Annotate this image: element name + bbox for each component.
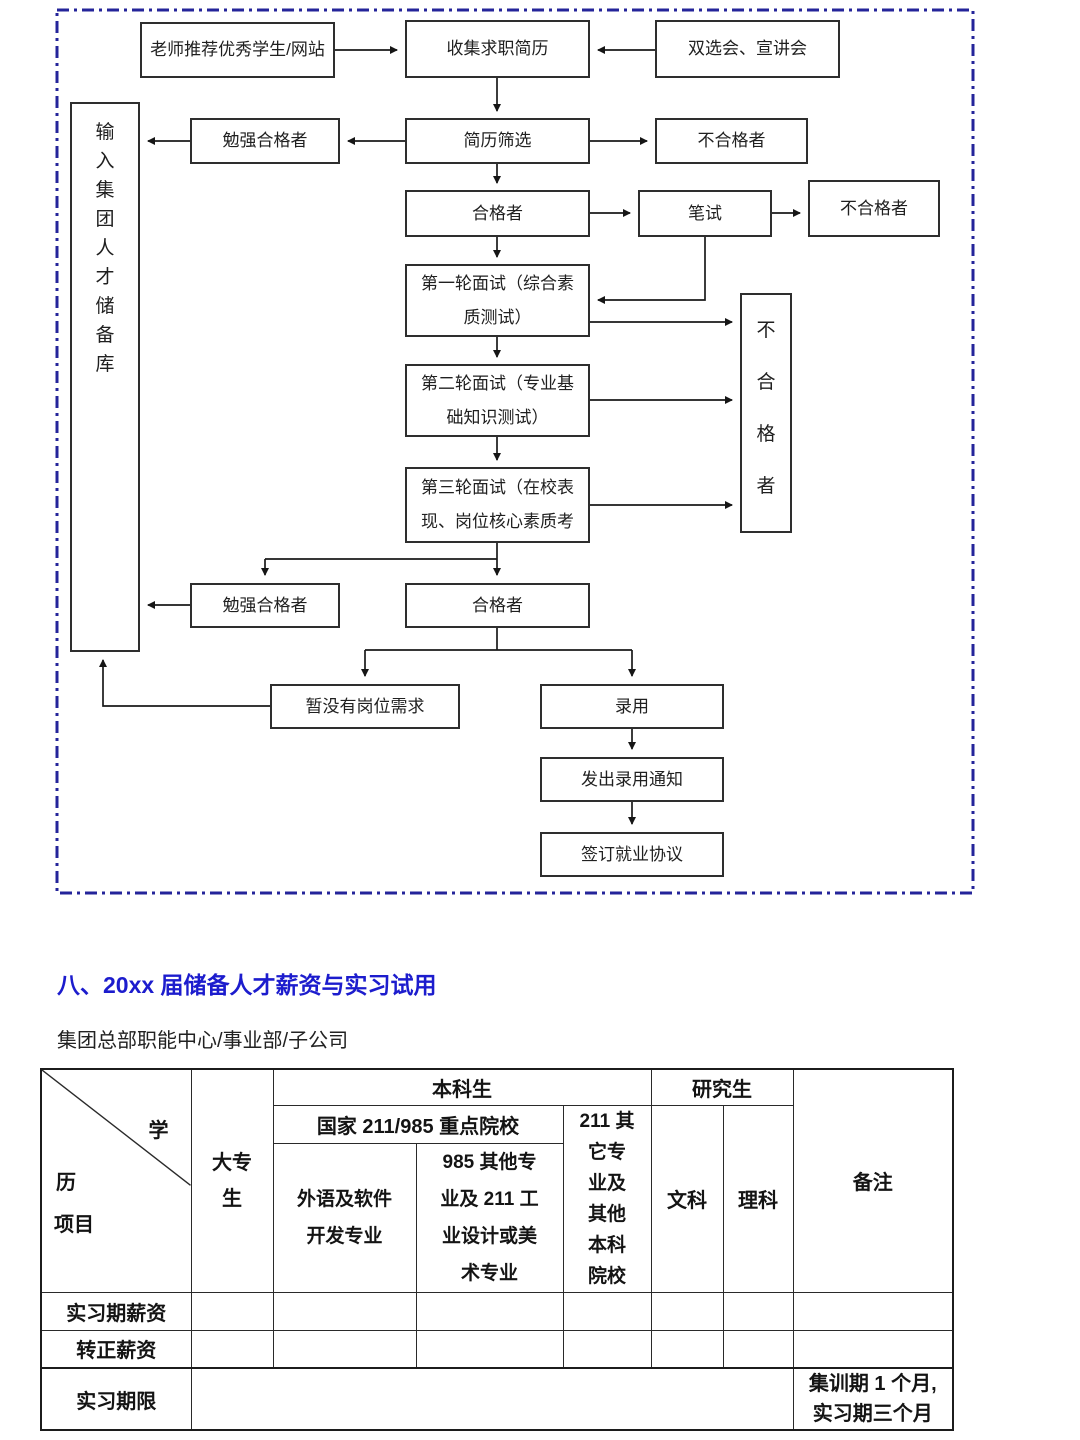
flow-node-no-position: 暂没有岗位需求 [270, 684, 460, 729]
corner-header-cell: 学 历 项目 [40, 1068, 192, 1293]
flow-node-talent-pool: 输入集团人才储备库 [70, 102, 140, 652]
flow-node-unqualified-1: 不合格者 [655, 118, 808, 164]
table-row: 实习期薪资 [40, 1291, 954, 1331]
diagonal-line [42, 1070, 191, 1292]
row-label-regular-salary: 转正薪资 [40, 1329, 192, 1369]
empty-cell [190, 1329, 274, 1369]
row-label-internship-period: 实习期限 [40, 1367, 192, 1431]
empty-cell [792, 1291, 954, 1331]
flow-node-unqualified-side: 不合格者 [740, 293, 792, 533]
col-header-211-other: 211 其它专业及其他本科院校 [562, 1104, 652, 1293]
flow-node-qualified-1: 合格者 [405, 190, 590, 237]
corner-label-xiangmu: 项目 [54, 1214, 94, 1236]
qita211-label: 211 其它专业及其他本科院校 [579, 1110, 635, 1287]
flow-node-offer-notice: 发出录用通知 [540, 757, 724, 802]
corner-label-li: 历 [56, 1172, 76, 1194]
merged-empty-cell [190, 1367, 794, 1431]
recruitment-flowchart: 老师推荐优秀学生/网站 收集求职简历 双选会、宣讲会 勉强合格者 简历筛选 不合… [55, 8, 975, 895]
row-label-internship-salary: 实习期薪资 [40, 1291, 192, 1331]
talent-pool-label: 输入集团人才储备库 [95, 122, 115, 375]
empty-cell [562, 1291, 652, 1331]
empty-cell [190, 1291, 274, 1331]
table-row: 实习期限 集训期 1 个月, 实习期三个月 [40, 1367, 954, 1431]
remark-line-2: 实习期三个月 [812, 1403, 933, 1426]
empty-cell [415, 1329, 564, 1369]
empty-cell [272, 1329, 417, 1369]
group-header-benke: 本科生 [272, 1068, 652, 1106]
flow-node-barely-qualified-1: 勉强合格者 [190, 118, 340, 164]
dazhuan-label: 大专生 [212, 1151, 252, 1210]
empty-cell [272, 1291, 417, 1331]
flow-node-job-fair: 双选会、宣讲会 [655, 20, 840, 78]
flow-node-interview-round-2: 第二轮面试（专业基础知识测试） [405, 364, 590, 437]
flow-node-interview-round-3: 第三轮面试（在校表现、岗位核心素质考 [405, 467, 590, 543]
unqualified-side-label: 不合格者 [756, 320, 776, 497]
empty-cell [722, 1329, 794, 1369]
internship-period-remark: 集训期 1 个月, 实习期三个月 [792, 1367, 954, 1431]
flow-node-unqualified-2: 不合格者 [808, 180, 940, 237]
col-header-beizhu: 备注 [792, 1068, 954, 1293]
salary-table: 学 历 项目 大专生 本科生 研究生 备注 国家 211/985 重点院校 21… [40, 1068, 955, 1432]
group-header-211-985: 国家 211/985 重点院校 [272, 1104, 564, 1144]
col-header-wenke: 文科 [650, 1104, 724, 1293]
group-header-yanjiusheng: 研究生 [650, 1068, 794, 1106]
flow-node-resume-screening: 简历筛选 [405, 118, 590, 164]
dashed-frame [55, 8, 975, 895]
empty-cell [650, 1329, 724, 1369]
section-heading: 八、20xx 届储备人才薪资与实习试用 [57, 972, 437, 998]
empty-cell [722, 1291, 794, 1331]
flow-node-hired: 录用 [540, 684, 724, 729]
table-row: 转正薪资 [40, 1329, 954, 1369]
col-header-like: 理科 [722, 1104, 794, 1293]
flow-node-written-test: 笔试 [638, 190, 772, 237]
corner-label-xueli: 学 [148, 1120, 169, 1142]
flow-node-sign-agreement: 签订就业协议 [540, 832, 724, 877]
empty-cell [650, 1291, 724, 1331]
flow-node-teacher-recommend: 老师推荐优秀学生/网站 [140, 22, 335, 78]
empty-cell [792, 1329, 954, 1369]
col-header-dazhuan: 大专生 [190, 1068, 274, 1293]
flow-node-interview-round-1: 第一轮面试（综合素质测试） [405, 264, 590, 337]
empty-cell [415, 1291, 564, 1331]
qita985-label: 985 其他专业及 211 工业设计或美术专业 [440, 1151, 539, 1284]
remark-line-1: 集训期 1 个月, [808, 1373, 937, 1396]
flow-node-barely-qualified-2: 勉强合格者 [190, 583, 340, 628]
col-header-waiyu-ruanjian: 外语及软件开发专业 [272, 1142, 417, 1293]
waiyu-label: 外语及软件开发专业 [296, 1188, 392, 1247]
flowchart-arrows [55, 8, 975, 895]
col-header-985-other: 985 其他专业及 211 工业设计或美术专业 [415, 1142, 564, 1293]
empty-cell [562, 1329, 652, 1369]
flow-node-qualified-2: 合格者 [405, 583, 590, 628]
section-subheading: 集团总部职能中心/事业部/子公司 [57, 1030, 349, 1052]
flow-node-collect-resumes: 收集求职简历 [405, 20, 590, 78]
